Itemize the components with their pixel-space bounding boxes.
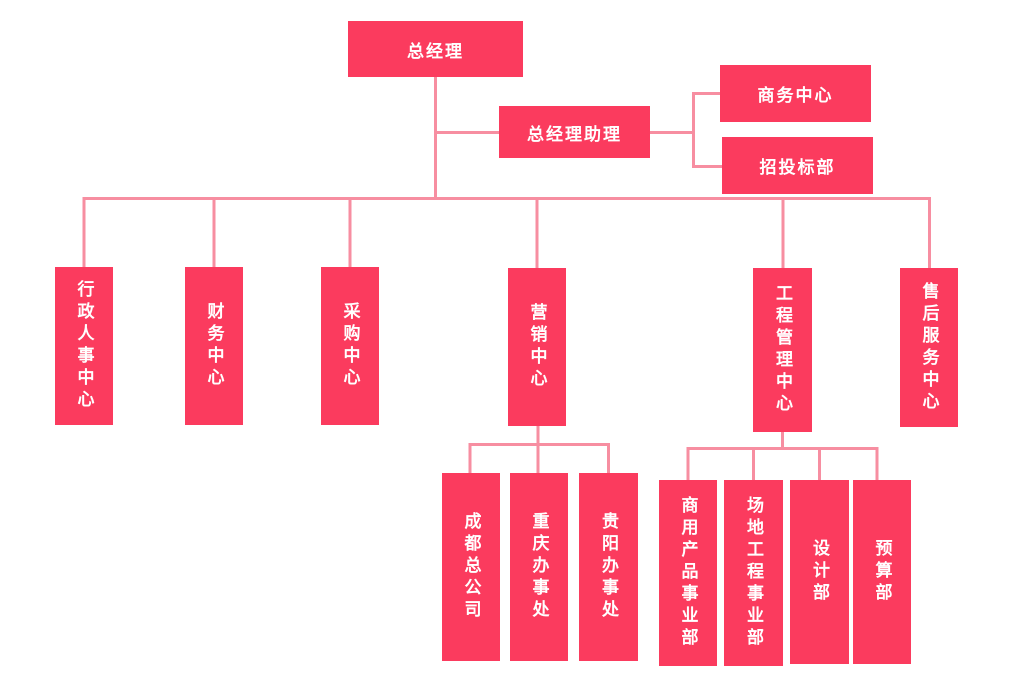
org-node-budget-department: 预算部 [853, 480, 911, 664]
connector-main-bar [82, 197, 931, 268]
org-node-chengdu-head-office: 成都总公司 [442, 473, 500, 661]
org-node-admin-hr-center: 行政人事中心 [55, 267, 113, 425]
org-node-engineering-management-center: 工程管理中心 [753, 268, 812, 432]
org-node-business-center: 商务中心 [720, 65, 871, 122]
org-node-site-engineering-division: 场地工程事业部 [724, 480, 783, 666]
org-node-guiyang-office: 贵阳办事处 [579, 473, 638, 661]
org-node-gm-assistant: 总经理助理 [499, 106, 650, 158]
org-node-general-manager: 总经理 [348, 21, 523, 77]
org-node-commercial-product-division: 商用产品事业部 [659, 480, 717, 666]
org-node-design-department: 设计部 [790, 480, 849, 664]
org-node-marketing-center: 营销中心 [508, 268, 566, 426]
connector-marketing-children-bracket [468, 443, 610, 473]
org-node-purchasing-center: 采购中心 [321, 267, 379, 425]
org-node-after-sales-service-center: 售后服务中心 [900, 268, 958, 427]
org-node-chongqing-office: 重庆办事处 [510, 473, 568, 661]
org-node-finance-center: 财务中心 [185, 267, 243, 425]
connector-engineering-children-bracket [686, 447, 879, 480]
org-node-bidding-department: 招投标部 [722, 137, 873, 194]
connector-assistant-children-bracket [692, 92, 722, 168]
